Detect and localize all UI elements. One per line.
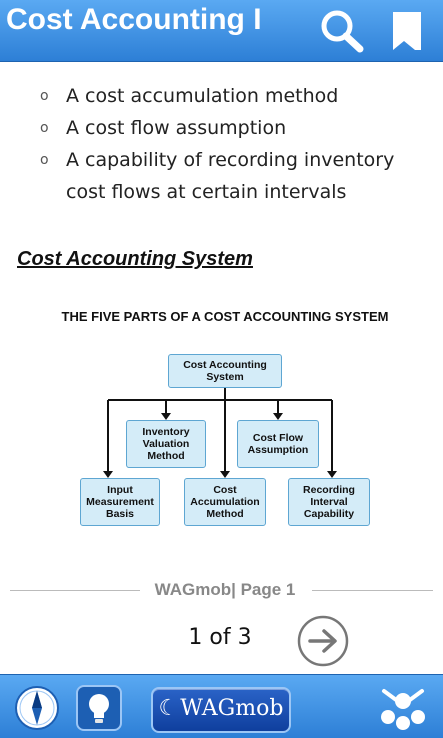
lesson-content: o A cost accumulation method o A cost fl… — [0, 62, 443, 582]
bullet-marker: o — [40, 88, 49, 104]
list-item: o A cost flow assumption — [40, 112, 435, 144]
lightbulb-icon — [76, 685, 122, 731]
footer-divider-left — [10, 590, 140, 591]
diagram-title: THE FIVE PARTS OF A COST ACCOUNTING SYST… — [61, 309, 389, 324]
hint-button[interactable] — [76, 685, 122, 731]
footer-page-label: WAGmob| Page 1 — [154, 580, 296, 599]
bullet-text: A capability of recording inventory cost… — [66, 149, 395, 203]
page-title: Cost Accounting I — [6, 3, 262, 36]
next-page-button[interactable] — [296, 614, 350, 668]
bookmark-button[interactable] — [385, 6, 435, 54]
crescent-logo-icon: ☾ — [158, 696, 179, 721]
bookmark-icon — [393, 12, 421, 50]
arrow-right-circle-icon — [297, 615, 349, 667]
list-item: o A capability of recording inventory co… — [40, 144, 435, 208]
diagram-box-recording-interval: Recording Interval Capability — [288, 478, 370, 526]
header-bar: Cost Accounting I — [0, 0, 443, 62]
search-button[interactable] — [316, 6, 366, 54]
bullet-text: A cost flow assumption — [66, 117, 287, 139]
search-icon — [321, 10, 364, 53]
bullet-list: o A cost accumulation method o A cost fl… — [40, 80, 435, 208]
compass-button[interactable] — [14, 685, 60, 731]
share-icon — [381, 689, 425, 730]
footer-divider-right — [312, 590, 433, 591]
brand-label: WAGmob — [180, 696, 284, 721]
cost-accounting-diagram: THE FIVE PARTS OF A COST ACCOUNTING SYST… — [60, 310, 390, 540]
diagram-box-cost-flow: Cost Flow Assumption — [237, 420, 319, 468]
wagmob-brand-button[interactable]: ☾WAGmob — [151, 687, 291, 733]
diagram-box-inventory-valuation: Inventory Valuation Method — [126, 420, 206, 468]
diagram-box-root: Cost Accounting System — [168, 354, 282, 388]
diagram-box-cost-accumulation: Cost Accumulation Method — [184, 478, 266, 526]
bullet-text: A cost accumulation method — [66, 85, 339, 107]
compass-icon — [15, 686, 59, 730]
diagram-box-input-measurement: Input Measurement Basis — [80, 478, 160, 526]
page-indicator: 1 of 3 — [188, 625, 252, 650]
bullet-marker: o — [40, 152, 49, 168]
section-heading: Cost Accounting System — [17, 248, 253, 270]
diagram-connectors — [103, 388, 337, 478]
bullet-marker: o — [40, 120, 49, 136]
share-button[interactable] — [378, 685, 428, 733]
bottom-toolbar: ☾WAGmob — [0, 674, 443, 738]
list-item: o A cost accumulation method — [40, 80, 435, 112]
